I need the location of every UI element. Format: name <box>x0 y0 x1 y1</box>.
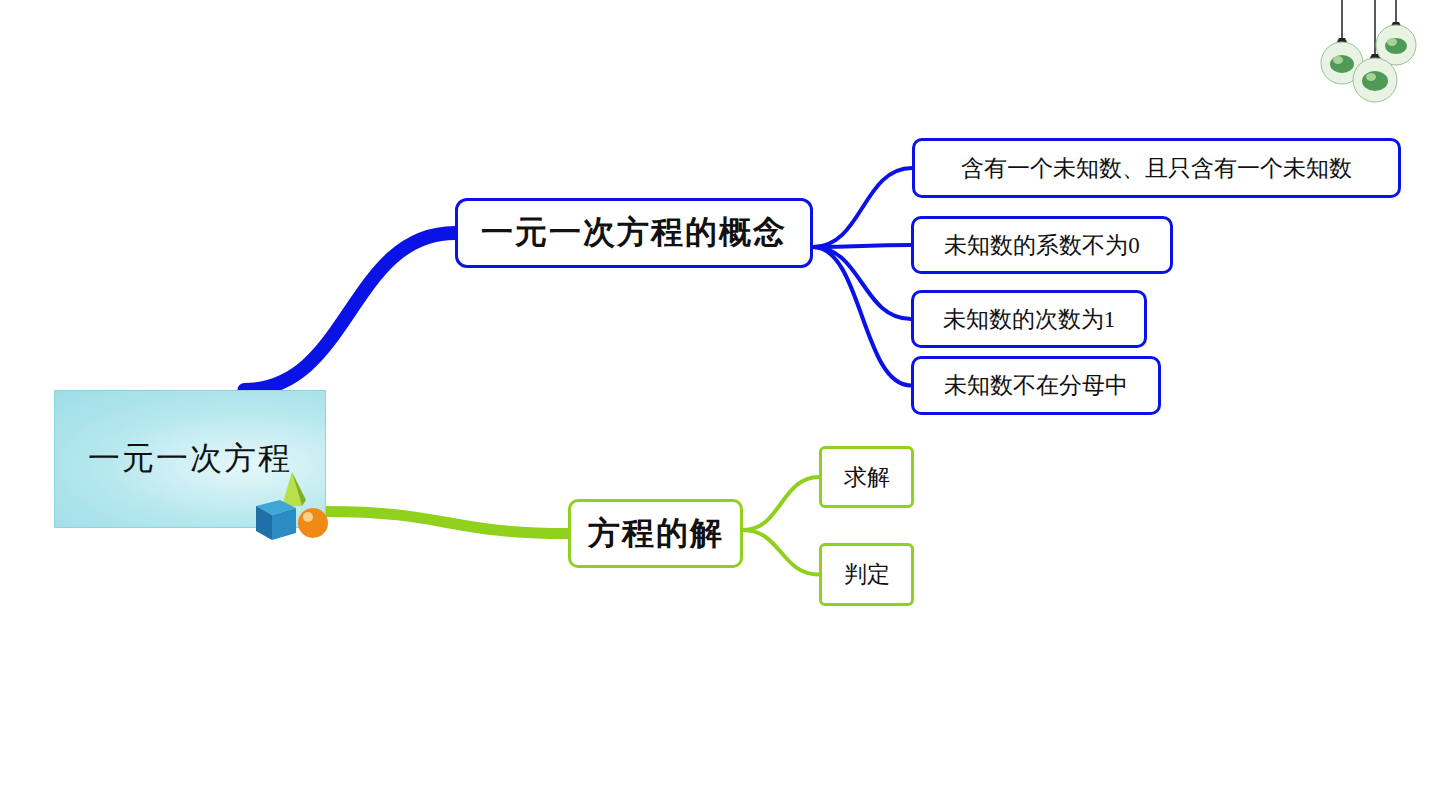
subtopic-box: 求解 <box>819 446 914 508</box>
branch-connector <box>813 247 911 319</box>
node-text: 方程的解 <box>588 512 724 556</box>
branch-connector <box>743 530 819 574</box>
node-text: 判定 <box>844 559 890 590</box>
subtopic-box: 未知数不在分母中 <box>911 356 1161 415</box>
main-topic: 一元一次方程的概念 <box>455 198 813 268</box>
subtopic-box: 含有一个未知数、且只含有一个未知数 <box>912 138 1401 198</box>
node-text: 一元一次方程 <box>88 437 292 481</box>
node-text: 未知数的系数不为0 <box>944 230 1140 261</box>
node-text: 含有一个未知数、且只含有一个未知数 <box>961 153 1352 184</box>
branch-connector <box>813 247 911 386</box>
node-text: 求解 <box>844 462 890 493</box>
hanging-lamps <box>1321 0 1416 102</box>
node-text: 一元一次方程的概念 <box>481 211 787 255</box>
branch-connector <box>743 477 819 530</box>
subtopic-box: 未知数的系数不为0 <box>911 216 1173 274</box>
branch-connector <box>813 168 912 247</box>
branch-connector <box>813 245 911 247</box>
central-topic: 一元一次方程 <box>54 390 326 528</box>
subtopic-box: 判定 <box>819 543 914 606</box>
subtopic-box: 未知数的次数为1 <box>911 290 1147 348</box>
main-topic: 方程的解 <box>568 499 743 568</box>
node-text: 未知数不在分母中 <box>944 370 1128 401</box>
branch-connector <box>244 233 455 390</box>
branch-connector <box>326 511 568 533</box>
node-text: 未知数的次数为1 <box>943 304 1116 335</box>
